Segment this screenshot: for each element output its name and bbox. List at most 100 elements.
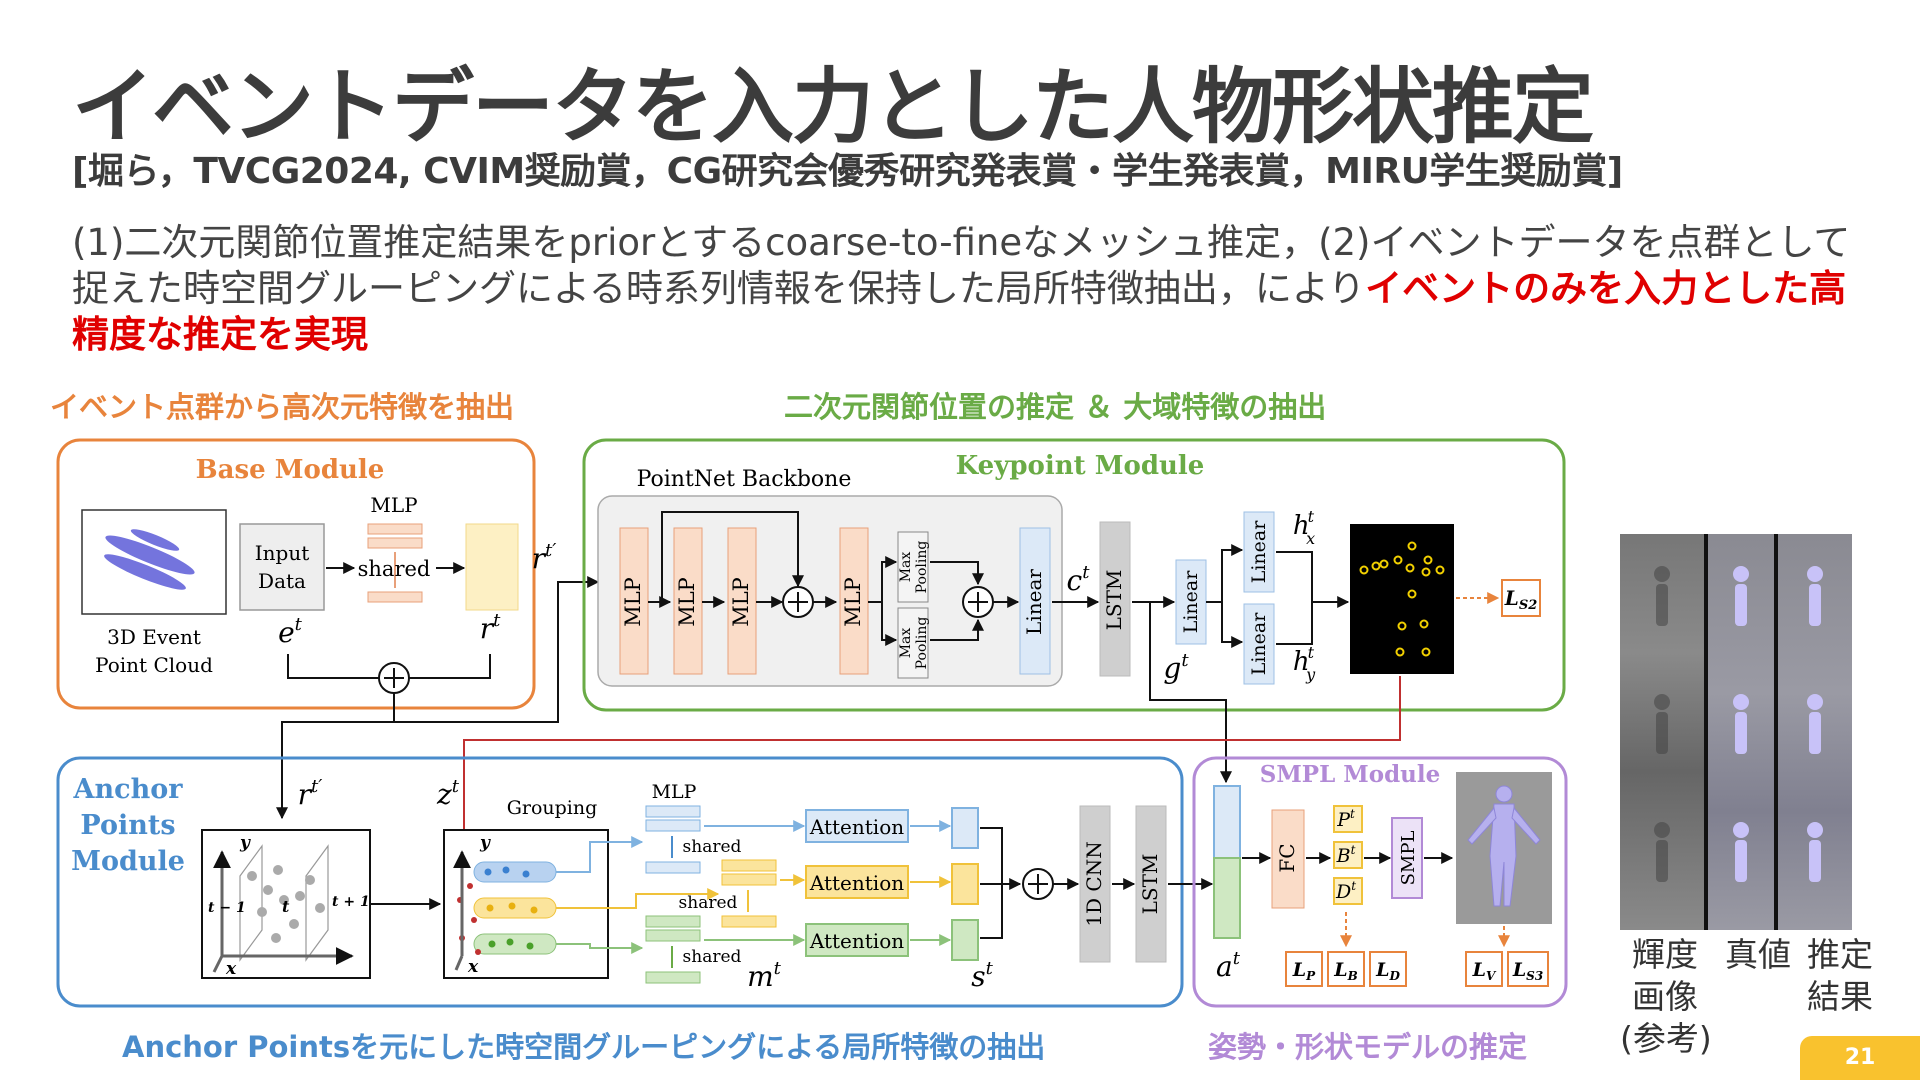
page-title: イベントデータを入力とした人物形状推定	[72, 60, 1594, 155]
anchor-planes	[239, 844, 329, 962]
t-plus-label: t + 1	[332, 894, 370, 910]
section-label-smpl: 姿勢・形状モデルの推定	[1208, 1030, 1528, 1064]
photo-label-estimate: 推定 結果	[1800, 934, 1880, 1018]
description-highlight: イベントのみを入力とした高精度な推定を実現	[72, 267, 1847, 356]
linear-block	[1019, 527, 1051, 675]
base-module: Base Module 3D Event Point Cloud Input D…	[56, 438, 536, 710]
photo-label-luminance: 輝度 画像 (参考)	[1620, 934, 1712, 1060]
param-box	[1333, 841, 1363, 869]
attention-label: Attention	[809, 815, 904, 839]
loss-d: LD	[1375, 959, 1400, 983]
section-label-anchor: Anchor Pointsを元にした時空間グルーピングによる局所特徴の抽出	[122, 1030, 1046, 1064]
s-feature-yellow	[951, 863, 979, 905]
axis-y: y	[479, 833, 491, 853]
param-box	[1333, 805, 1363, 833]
mlp-label: MLP	[675, 577, 699, 627]
event-cloud-points	[104, 529, 195, 590]
shared-label: shared	[683, 947, 742, 967]
g-symbol: gt	[1163, 650, 1189, 685]
linear-block	[1243, 603, 1275, 685]
linear-label: Linear	[1180, 570, 1202, 634]
anchor-title-2: Points	[80, 810, 175, 841]
label-line: 画像	[1632, 977, 1698, 1016]
anchor-module-frame	[56, 756, 1184, 1008]
mlp-label: MLP	[621, 577, 645, 627]
label-line: (参考)	[1620, 1019, 1712, 1058]
anchor-points	[247, 865, 325, 943]
mlp-label: MLP	[841, 577, 865, 627]
loss-d-box	[1369, 951, 1407, 987]
mlp-bar	[367, 591, 423, 603]
axis-x: x	[225, 959, 237, 979]
loss-b-box	[1327, 951, 1365, 987]
max-label: Max	[898, 628, 914, 659]
a-feature-bottom	[1213, 857, 1241, 939]
linear-label: Linear	[1248, 520, 1270, 584]
linear-block	[1175, 559, 1207, 645]
lstm-block	[1135, 805, 1167, 963]
base-module-title: Base Module	[196, 455, 385, 485]
mlp-bar	[645, 915, 701, 928]
linear-label: Linear	[1022, 569, 1046, 635]
photo-figures	[1654, 566, 1823, 882]
person-icon	[1654, 566, 1670, 882]
smpl-module-title: SMPL Module	[1260, 761, 1441, 788]
linear-block	[1243, 511, 1275, 593]
a-feature-top	[1213, 785, 1241, 859]
page-number: 21	[1800, 1036, 1920, 1080]
smpl-module-frame	[1192, 756, 1568, 1008]
label-line: 真値	[1725, 935, 1791, 974]
loss-s3-box	[1507, 951, 1549, 987]
input-data-box	[239, 523, 325, 611]
linear-label: Linear	[1248, 612, 1270, 676]
mlp-bar	[645, 805, 701, 818]
input-label-1: Input	[255, 541, 310, 565]
mlp-bar	[721, 859, 777, 872]
section-label-keypoint: 二次元関節位置の推定 ＆ 大域特徴の抽出	[784, 390, 1327, 424]
r-prime-symbol: rt′	[532, 540, 557, 575]
grouping-label: Grouping	[507, 797, 598, 819]
param-box	[1333, 877, 1363, 905]
mlp-bar	[721, 873, 777, 886]
mesh-person-icon	[1733, 566, 1823, 882]
mlp-bar	[645, 861, 701, 874]
s-feature-blue	[951, 807, 979, 849]
mlp-block	[727, 527, 757, 675]
input-label-2: Data	[258, 569, 306, 593]
param-d: Dt	[1335, 879, 1356, 903]
mlp-label: MLP	[729, 577, 753, 627]
shared-label: shared	[683, 837, 742, 857]
citation-subtitle: [堀ら，TVCG2024, CVIM奨励賞，CG研究会優秀研究発表賞・学生発表賞…	[72, 151, 1623, 192]
smpl-module: SMPL Module at FC Pt Bt Dt SMPL LP	[1192, 756, 1568, 1008]
attention-block-blue	[805, 809, 909, 843]
mesh-figure-icon	[1467, 785, 1541, 907]
anchor-title-3: Module	[71, 846, 185, 877]
c-symbol: ct	[1067, 562, 1091, 597]
section-label-base: イベント点群から高次元特徴を抽出	[50, 390, 515, 424]
pooling-label: Pooling	[914, 541, 930, 594]
base-module-frame	[56, 438, 536, 710]
keypoint-dots	[1359, 541, 1445, 657]
grouping-points	[457, 859, 538, 955]
a-symbol: at	[1216, 948, 1241, 983]
pooling-label: Pooling	[914, 617, 930, 670]
loss-s2-box	[1501, 579, 1541, 617]
anchor-mlp-label: MLP	[652, 781, 697, 803]
photo-label-ground-truth: 真値	[1718, 934, 1798, 976]
r-prime-symbol: rt′	[298, 776, 323, 811]
mlp-bar	[645, 971, 701, 984]
max-label: Max	[898, 552, 914, 583]
mlp-bar	[645, 819, 701, 832]
base-feature-box	[465, 523, 519, 611]
attention-block-green	[805, 923, 909, 957]
attention-label: Attention	[809, 871, 904, 895]
loss-s3: LS3	[1512, 959, 1543, 983]
label-line: 推定	[1807, 935, 1873, 974]
fc-block	[1271, 809, 1305, 909]
fc-label: FC	[1275, 843, 1299, 872]
keypoint-module-frame	[582, 438, 1566, 712]
param-p: Pt	[1336, 807, 1355, 831]
